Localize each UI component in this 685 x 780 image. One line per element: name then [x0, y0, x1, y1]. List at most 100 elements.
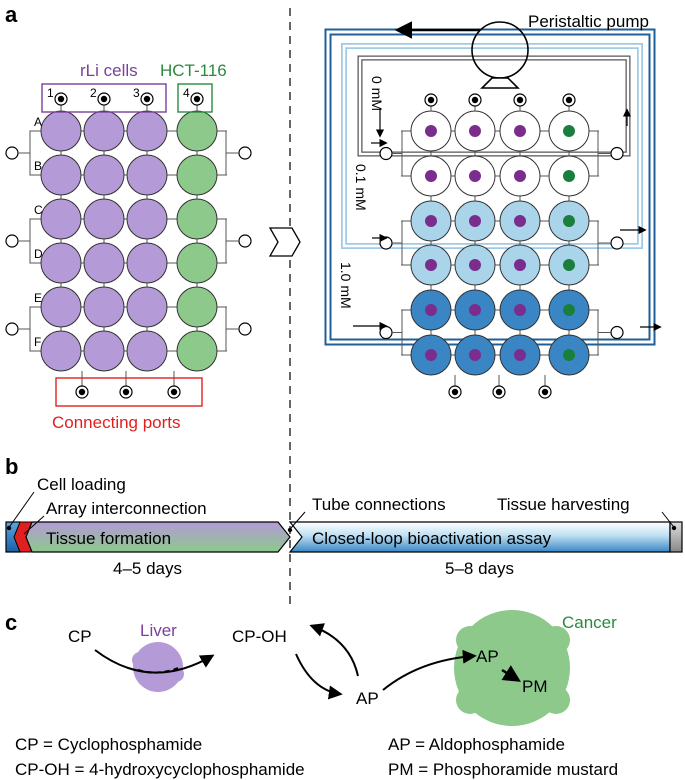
- row-letter: D: [34, 247, 43, 261]
- def-cpoh: CP-OH = 4-hydroxycyclophosphamide: [15, 760, 305, 779]
- cp-oh-label: CP-OH: [232, 627, 287, 646]
- ap-to-pm-arrow: [501, 665, 521, 682]
- cell-dot: [514, 349, 526, 361]
- tissue-harvesting-label: Tissue harvesting: [497, 495, 630, 514]
- timeline-bar: [5, 521, 683, 553]
- well: [126, 154, 168, 196]
- cell-dot: [514, 125, 526, 137]
- def-cp: CP = Cyclophosphamide: [15, 735, 202, 754]
- well: [83, 198, 125, 240]
- def-ap: AP = Aldophosphamide: [388, 735, 565, 754]
- pm-label: PM: [522, 677, 548, 696]
- cancer-label: Cancer: [562, 613, 617, 632]
- hct116-label: HCT-116: [160, 61, 227, 80]
- well: [126, 110, 168, 152]
- array-interconnection-label: Array interconnection: [46, 499, 207, 518]
- cell-loading-label: Cell loading: [37, 475, 126, 494]
- connecting-ports-box: [55, 377, 203, 407]
- panel-a-label: a: [5, 2, 18, 27]
- liver-label: Liver: [140, 621, 177, 640]
- cell-dot: [469, 304, 481, 316]
- side-port-icon: [5, 146, 19, 160]
- cancer-blob: [454, 610, 570, 726]
- well: [83, 110, 125, 152]
- side-port-icon: [238, 322, 252, 336]
- liver-blob: [132, 642, 184, 692]
- column-number: 2: [90, 86, 97, 100]
- cell-dot: [514, 259, 526, 271]
- cell-dot: [469, 349, 481, 361]
- cpoh-to-ap-arrow: [295, 653, 343, 700]
- well: [176, 110, 218, 152]
- cell-dot: [425, 215, 437, 227]
- right-array: [324, 28, 662, 399]
- ap-to-cpoh-arrow: [309, 623, 359, 677]
- def-pm: PM = Phosphoramide mustard: [388, 760, 618, 779]
- cell-dot: [425, 304, 437, 316]
- row-letter: F: [34, 335, 41, 349]
- conc-10-label: 1.0 mM: [338, 262, 354, 309]
- well: [176, 286, 218, 328]
- cell-dot: [469, 259, 481, 271]
- side-port-icon: [379, 146, 393, 161]
- row-letter: E: [34, 291, 42, 305]
- well: [40, 242, 82, 284]
- transition-chevron-icon: [268, 227, 301, 257]
- cell-dot: [563, 215, 575, 227]
- cell-dot: [563, 170, 575, 182]
- well: [40, 110, 82, 152]
- side-port-icon: [238, 146, 252, 160]
- pump-label: Peristaltic pump: [528, 12, 649, 31]
- cell-dot: [469, 170, 481, 182]
- cell-dot: [514, 170, 526, 182]
- well: [40, 286, 82, 328]
- well: [83, 286, 125, 328]
- harvest-segment: [669, 521, 683, 553]
- tube-connections-label: Tube connections: [312, 495, 446, 514]
- cell-dot: [425, 125, 437, 137]
- inner-tube: [357, 55, 631, 157]
- side-port-icon: [379, 325, 393, 340]
- cell-dot: [563, 304, 575, 316]
- side-port-icon: [379, 236, 393, 250]
- cell-dot: [563, 125, 575, 137]
- cell-dot: [469, 215, 481, 227]
- cp-label: CP: [68, 627, 92, 646]
- well: [126, 286, 168, 328]
- well: [126, 330, 168, 372]
- days-2-label: 5–8 days: [445, 559, 514, 578]
- column-number: 4: [183, 86, 190, 100]
- ap-label: AP: [356, 689, 379, 708]
- ap-inner-label: AP: [476, 647, 499, 666]
- panel-b-label: b: [5, 454, 18, 479]
- row-letter: C: [34, 203, 43, 217]
- side-port-icon: [5, 322, 19, 336]
- cell-dot: [425, 170, 437, 182]
- cell-dot: [425, 259, 437, 271]
- side-port-icon: [610, 146, 624, 161]
- well: [40, 154, 82, 196]
- cell-dot: [425, 349, 437, 361]
- conc-0-label: 0 mM: [369, 76, 385, 111]
- well: [176, 154, 218, 196]
- well: [40, 330, 82, 372]
- rli-group-box: [41, 83, 167, 113]
- side-port-icon: [610, 236, 624, 250]
- side-port-icon: [610, 325, 624, 340]
- cell-dot: [563, 259, 575, 271]
- well: [40, 198, 82, 240]
- peristaltic-pump-icon: [471, 21, 529, 89]
- well: [126, 198, 168, 240]
- side-port-icon: [5, 234, 19, 248]
- cell-dot: [469, 125, 481, 137]
- conc-01-label: 0.1 mM: [353, 164, 369, 211]
- panel-c-label: c: [5, 610, 17, 635]
- hct-group-box: [177, 83, 213, 113]
- column-number: 3: [133, 86, 140, 100]
- rli-cells-label: rLi cells: [80, 61, 138, 80]
- well: [176, 198, 218, 240]
- column-number: 1: [47, 86, 54, 100]
- well: [126, 242, 168, 284]
